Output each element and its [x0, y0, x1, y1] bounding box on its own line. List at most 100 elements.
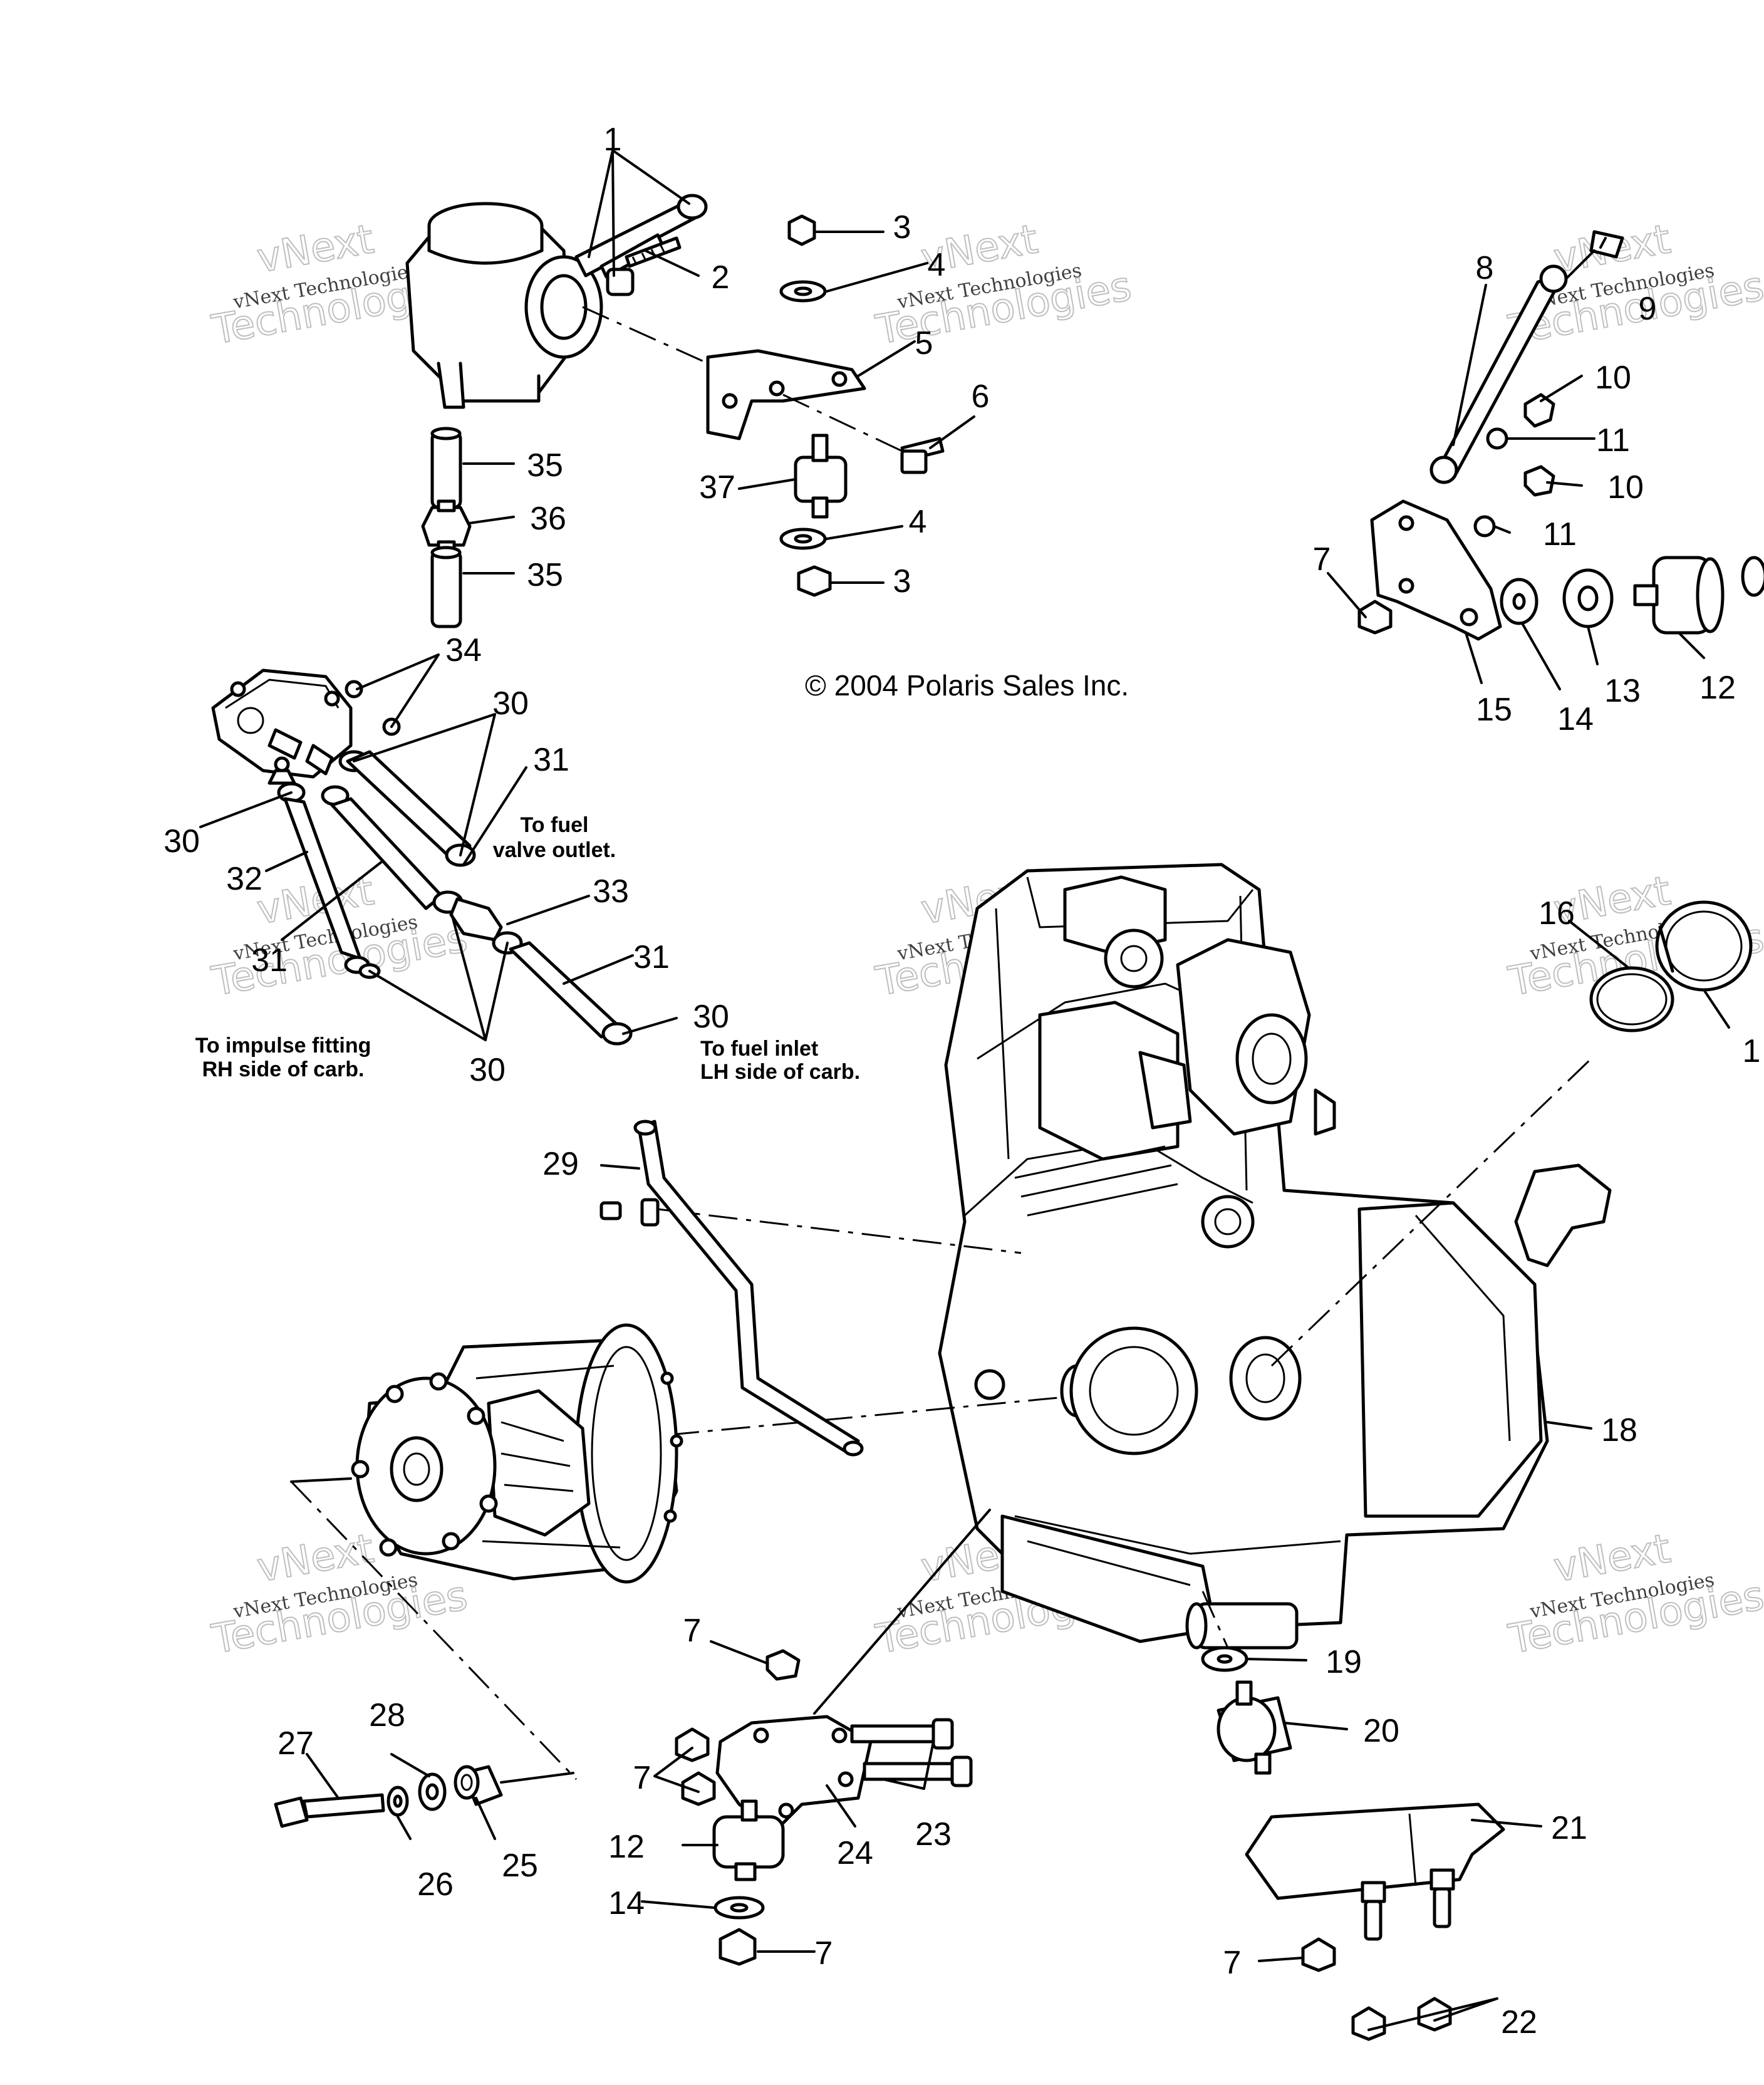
engine-centerline	[1201, 1591, 1229, 1648]
callout-14: 14	[1557, 701, 1594, 737]
flange-nut	[765, 1649, 801, 1681]
spacer	[454, 1765, 503, 1806]
callout-3: 3	[893, 209, 911, 246]
callout-31: 31	[533, 742, 569, 778]
flange-nut	[1301, 1937, 1336, 1972]
flange-nut	[719, 1928, 757, 1966]
hardware-leader	[500, 1772, 574, 1784]
partial-part-edge	[1741, 556, 1764, 597]
svg-text:To impulse fitting: To impulse fitting	[195, 1034, 371, 1058]
callout-29: 29	[542, 1146, 579, 1182]
engine-centerline	[670, 1396, 1066, 1436]
svg-text:RH side of carb.: RH side of carb.	[202, 1058, 365, 1081]
rubber-mount	[1633, 556, 1725, 635]
pump-screw	[345, 680, 363, 699]
callout-11: 11	[1596, 422, 1630, 459]
torque-link	[1429, 264, 1568, 484]
callout-13: 13	[1604, 673, 1641, 709]
flange-nut	[681, 1771, 716, 1806]
washer	[418, 1772, 447, 1811]
svg-text:LH side of carb.: LH side of carb.	[700, 1060, 860, 1084]
callout-10: 10	[1607, 469, 1644, 506]
stud	[1361, 1881, 1386, 1941]
washer	[1500, 578, 1538, 625]
mount-leader	[813, 1509, 991, 1715]
callout-20: 20	[1363, 1713, 1399, 1749]
callout-34: 34	[445, 632, 482, 668]
spacer	[1562, 568, 1614, 628]
callout-2: 2	[712, 259, 730, 296]
callout-36: 36	[530, 501, 566, 537]
callout-35: 35	[527, 447, 563, 484]
washer	[713, 1896, 765, 1920]
flange-nut	[1357, 600, 1393, 635]
hose-clip	[599, 1198, 660, 1227]
fuel-hose	[346, 750, 472, 860]
drive-clutch	[351, 1323, 683, 1584]
clutch-bolt	[274, 1793, 385, 1828]
callout-30: 30	[163, 823, 200, 860]
engine	[938, 863, 1612, 1650]
link-bolt	[1565, 230, 1624, 280]
callout-17: 1	[1743, 1033, 1761, 1069]
nut	[787, 214, 816, 246]
callout-7: 7	[683, 1613, 702, 1649]
clutch-centerline	[290, 1480, 578, 1781]
intake-boot	[1655, 900, 1753, 992]
torque-bracket	[1370, 499, 1502, 641]
flange-nut	[1351, 2006, 1386, 2041]
callout-4: 4	[909, 504, 927, 540]
callout-8: 8	[1476, 250, 1494, 286]
washer	[779, 280, 827, 303]
callout-26: 26	[417, 1866, 454, 1903]
bracket-centerline	[782, 393, 903, 452]
idle-adjust-screw	[625, 236, 682, 268]
nut	[797, 565, 832, 597]
washer	[1473, 515, 1496, 538]
engine-centerline	[1270, 1058, 1592, 1367]
callout-6: 6	[972, 378, 990, 415]
callout-30: 30	[492, 685, 529, 722]
washer	[387, 1786, 409, 1817]
note-impulse-fitting: To impulse fitting RH side of carb.	[195, 1034, 371, 1081]
callout-25: 25	[502, 1848, 538, 1884]
vent-hose	[633, 1120, 864, 1457]
fuel-line-upper	[430, 427, 462, 509]
rubber-mount	[794, 434, 848, 519]
callout-19: 19	[1326, 1644, 1362, 1680]
callout-31: 31	[633, 939, 670, 975]
callout-18: 18	[1601, 1412, 1637, 1448]
front-mount-bracket	[715, 1715, 873, 1831]
nut	[1523, 393, 1555, 428]
callout-23: 23	[915, 1816, 952, 1853]
callout-21: 21	[1551, 1810, 1587, 1846]
callout-31: 31	[251, 942, 288, 979]
washer	[1486, 427, 1508, 450]
leader-lines	[199, 149, 1730, 2031]
rubber-mount	[712, 1799, 785, 1881]
washer	[1201, 1646, 1248, 1672]
note-fuel-valve: To fuel valve outlet.	[493, 813, 616, 862]
clutch-leader	[290, 1477, 352, 1483]
callout-4: 4	[928, 247, 946, 283]
callouts: 1 2 3 4 5 6 37 4 3 35 36 35 8 9 10 11 10…	[163, 122, 1760, 2041]
callout-11: 11	[1543, 516, 1577, 553]
callout-3: 3	[893, 563, 911, 600]
callout-32: 32	[226, 861, 262, 897]
note-fuel-inlet: To fuel inlet LH side of carb.	[700, 1037, 860, 1084]
hose-clamp	[601, 1022, 633, 1046]
callout-5: 5	[915, 325, 933, 361]
carb-bracket	[706, 349, 866, 440]
callout-12: 12	[608, 1829, 645, 1865]
callout-10: 10	[1595, 360, 1631, 396]
seal-ring	[1589, 966, 1674, 1032]
callout-7: 7	[633, 1760, 651, 1796]
nut	[1523, 465, 1555, 497]
carb-centerline	[582, 306, 708, 365]
fuel-hose	[509, 941, 622, 1039]
callout-14: 14	[608, 1885, 645, 1921]
callout-7: 7	[815, 1935, 833, 1972]
rubber-mount	[1217, 1680, 1292, 1775]
copyright-notice: © 2004 Polaris Sales Inc.	[805, 669, 1129, 702]
